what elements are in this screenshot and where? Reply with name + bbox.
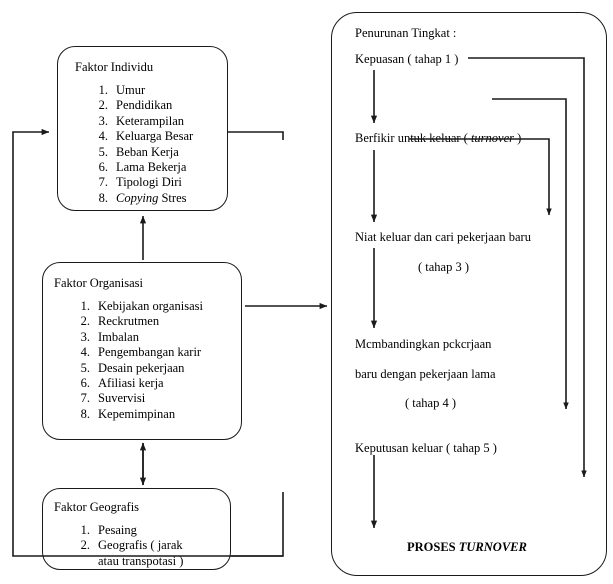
list-item-label: Tipologi Diri: [116, 175, 182, 190]
list-item-label: Geografis ( jarak: [98, 538, 183, 553]
stage-3-label-line2: ( tahap 3 ): [418, 260, 470, 274]
list-item: 1. Kebijakan organisasi: [72, 299, 203, 314]
list-item: 1. Pesaing: [72, 523, 183, 538]
stage-1-label: Kepuasan ( tahap 1 ): [355, 52, 459, 66]
footer-turnover: TURNOVER: [458, 540, 527, 554]
list-item-number: 5.: [80, 360, 90, 375]
list-item-label: Umur: [116, 83, 146, 97]
list-item-number: 6.: [98, 160, 108, 175]
list-item-label: Pesaing: [98, 523, 137, 537]
list-item-number: 1.: [80, 523, 90, 537]
list-item-number: 4.: [80, 345, 90, 360]
stage-2-text-pre: Berfikir untuk keluar (: [355, 131, 468, 145]
panel-proses-turnover: [331, 12, 607, 576]
list-item: 2. Reckrutmen: [72, 314, 203, 329]
faktor-individu-list: 1. Umur 2. Pendidikan 3. Keterampilan 4. Kel…: [90, 83, 194, 206]
list-item-number: 1.: [80, 299, 90, 313]
list-item-label: Suvervisi: [98, 391, 146, 406]
list-item-label: Imbalan: [98, 329, 139, 344]
list-item-label: atau transpotasi ): [98, 553, 184, 568]
list-item-number: 2.: [80, 314, 90, 329]
list-item: 8. Kepemimpinan: [72, 407, 203, 422]
stage-2-text-post: ): [517, 131, 522, 145]
list-item: 5. Desain pekerjaan: [72, 361, 203, 376]
list-item-number: 3.: [98, 113, 108, 128]
list-item: 2. Pendidikan: [90, 98, 193, 113]
footer-proses: PROSES: [407, 540, 456, 554]
box1-right-connector: [228, 131, 284, 140]
stage-3-label-line1: Niat keluar dan cari pekerjaan baru: [355, 230, 531, 244]
list-item: 3. Imbalan: [72, 330, 203, 345]
list-item: 8. Copying Stres: [90, 191, 193, 206]
list-item-label-italic: Copying: [116, 190, 159, 205]
list-item: 4. Keluarga Besar: [90, 129, 194, 144]
list-item-number: 6.: [80, 376, 90, 391]
list-item-number: 5.: [98, 144, 108, 159]
list-item: 6. Afiliasi kerja: [72, 376, 203, 391]
list-item-number: 3.: [80, 329, 90, 344]
list-item-number: 1.: [98, 83, 108, 97]
panel-heading: Penurunan Tingkat :: [355, 26, 457, 40]
list-item-label: Stres: [161, 190, 187, 205]
list-item-label: Kepemimpinan: [98, 406, 176, 421]
list-item-label: Beban Kerja: [116, 144, 179, 159]
list-item-label: Keterampilan: [116, 113, 185, 128]
list-item-label: Reckrutmen: [98, 314, 160, 329]
faktor-organisasi-title: Faktor Organisasi: [54, 276, 143, 290]
list-item: 6. Lama Bekerja: [90, 160, 193, 175]
stage-2-label: Berfikir untuk keluar ( turnover ): [355, 131, 521, 146]
list-item: 2. Geografis ( jarak: [72, 538, 183, 553]
stage-4-label-line1: Mcmbandingkan pckcrjaan: [355, 337, 492, 351]
stage-4-label-line2: baru dengan pekerjaan lama: [355, 367, 496, 381]
list-item: atau transpotasi ): [72, 554, 183, 569]
list-item-label: Desain pekerjaan: [98, 360, 185, 375]
panel-footer-title: PROSES TURNOVER: [407, 540, 527, 555]
stage-4-label-line3: ( tahap 4 ): [405, 396, 457, 410]
list-item-number: 4.: [98, 129, 108, 144]
list-item-label: Lama Bekerja: [116, 160, 187, 175]
list-item-label: Afiliasi kerja: [98, 376, 164, 391]
list-item-label: Pendidikan: [116, 98, 173, 113]
faktor-geografis-list: 1. Pesaing 2. Geografis ( jarak atau trans…: [72, 523, 184, 569]
list-item-number: 2.: [80, 538, 90, 553]
list-item-number: 7.: [98, 175, 108, 190]
stage-2-text-italic: turnover: [470, 131, 514, 145]
list-item-label: Keluarga Besar: [116, 129, 194, 144]
list-item: 4. Pengembangan karir: [72, 345, 203, 360]
stage-5-label: Keputusan keluar ( tahap 5 ): [355, 441, 497, 455]
list-item-number: 7.: [80, 391, 90, 406]
list-item: 1. Umur: [90, 83, 193, 98]
list-item-number: 2.: [98, 98, 108, 113]
faktor-organisasi-list: 1. Kebijakan organisasi 2. Reckrutmen 3. Im…: [72, 299, 203, 422]
list-item: 7. Suvervisi: [72, 391, 203, 406]
list-item-number: 8.: [98, 190, 108, 205]
faktor-individu-title: Faktor Individu: [75, 60, 154, 74]
faktor-geografis-title: Faktor Geografis: [54, 500, 140, 514]
list-item: 5. Beban Kerja: [90, 145, 193, 160]
list-item: 3. Keterampilan: [90, 114, 193, 129]
list-item: 7. Tipologi Diri: [90, 175, 193, 190]
list-item-number: 8.: [80, 406, 90, 421]
list-item-label: Kebijakan organisasi: [98, 299, 203, 313]
list-item-label: Pengembangan karir: [98, 345, 202, 360]
